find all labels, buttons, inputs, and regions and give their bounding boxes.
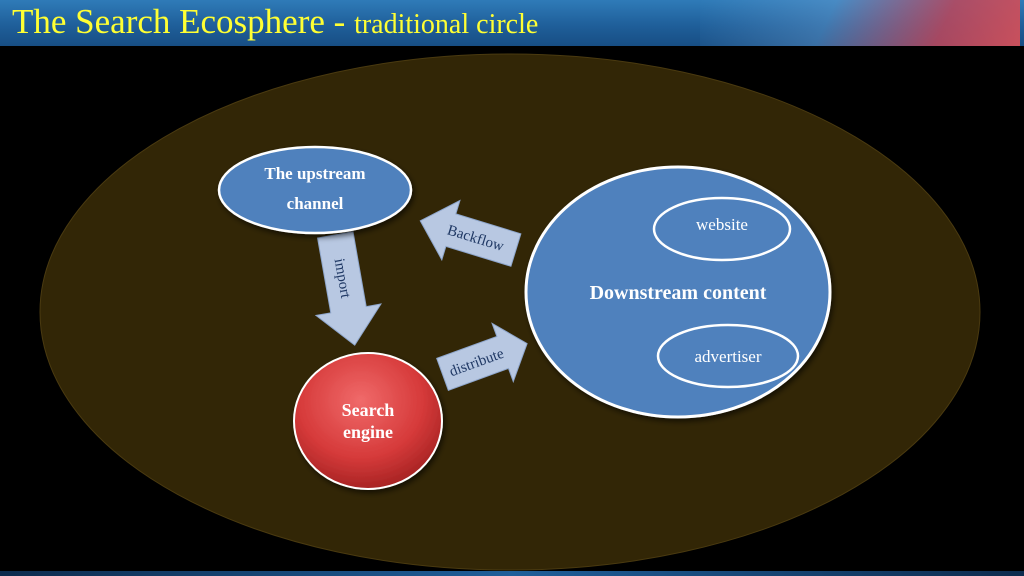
upstream-node: The upstream channel [217,145,413,235]
search-engine-node: Search engine [293,352,443,490]
title-sub: traditional circle [354,9,539,40]
upstream-label-line2: channel [287,194,344,213]
downstream-label: Downstream content [590,282,767,304]
ecosphere-ellipse [39,53,981,571]
title-bar: The Search Ecosphere - traditional circl… [0,0,1024,46]
import-arrow: import [314,231,383,346]
title-separator: - [324,2,355,41]
advertiser-node: advertiser [656,323,800,389]
website-node: website [652,196,792,262]
website-label: website [696,215,748,234]
import-label: import [331,257,354,300]
backflow-arrow: Backflow [419,199,522,267]
header-decoration [700,0,1020,46]
slide-title: The Search Ecosphere - traditional circl… [12,2,538,42]
advertiser-label: advertiser [694,347,761,366]
engine-label-line1: Search [342,400,395,420]
title-main: The Search Ecosphere [12,2,325,41]
footer-line [0,571,1024,576]
upstream-label-line1: The upstream [264,164,365,183]
engine-label-line2: engine [343,422,393,442]
